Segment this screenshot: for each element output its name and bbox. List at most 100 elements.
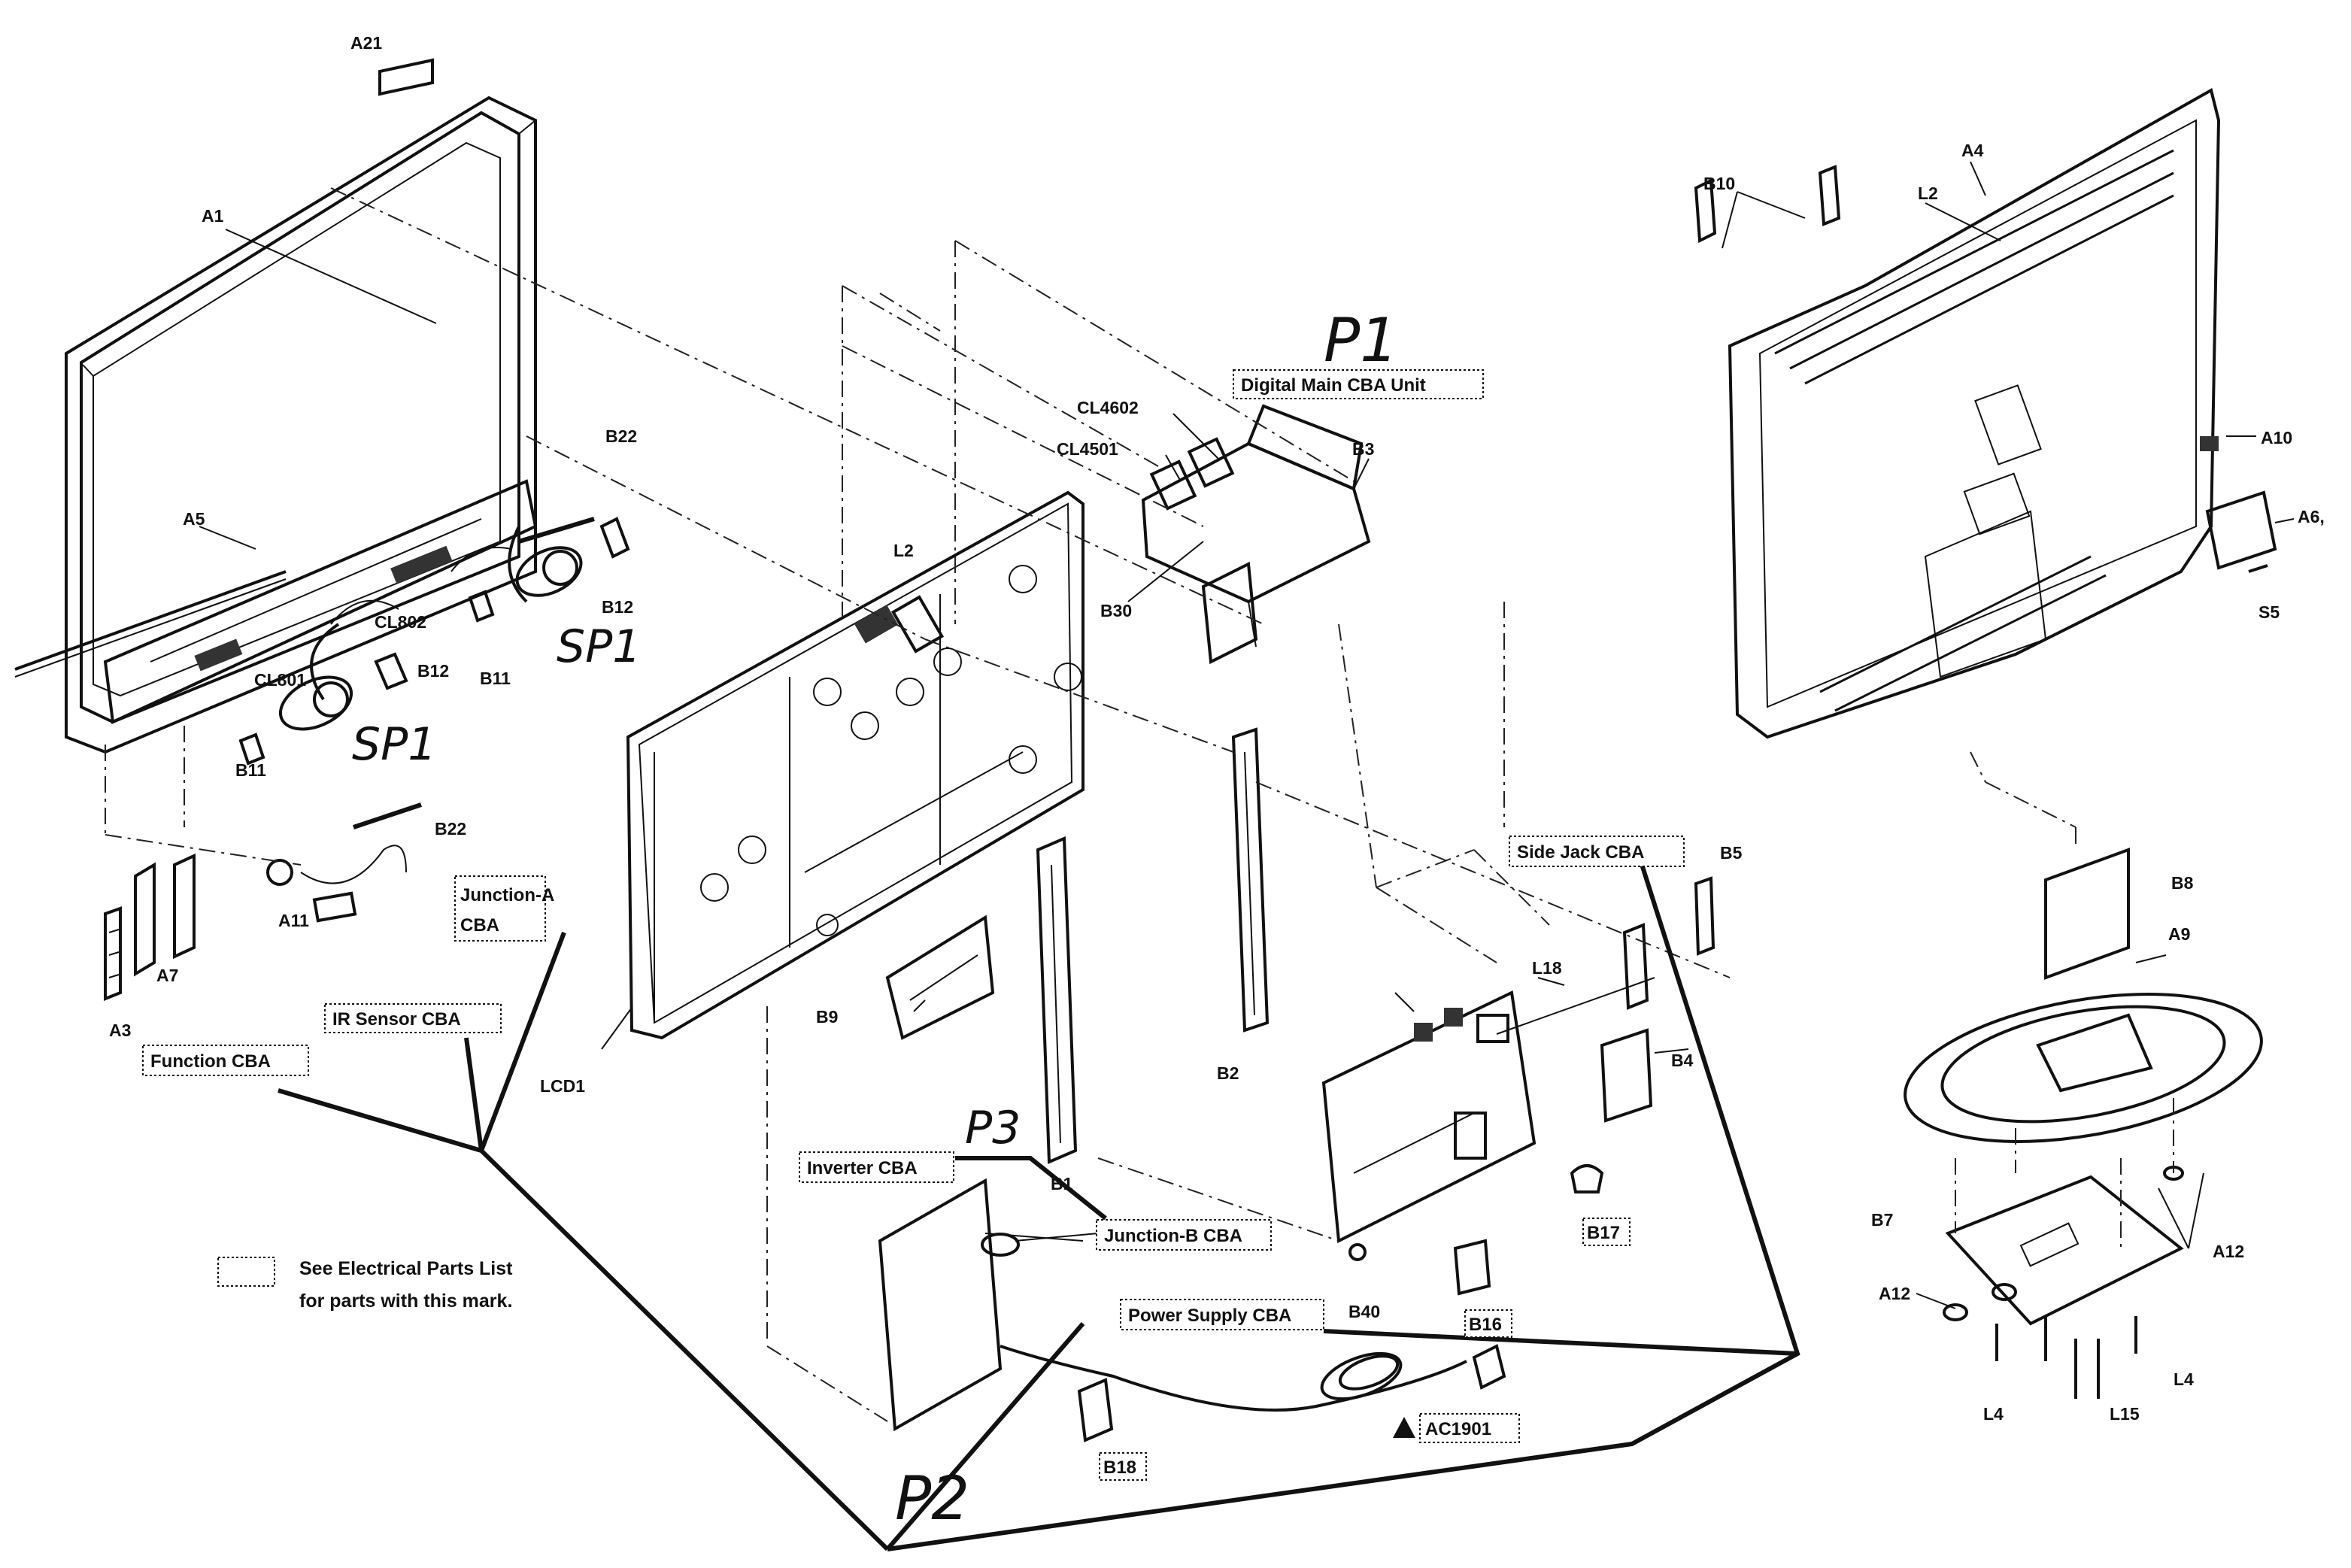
label-a21: A21: [350, 33, 382, 53]
label-b5: B5: [1720, 843, 1743, 863]
svg-text:AC1901: AC1901: [1425, 1419, 1491, 1439]
handwritten-sp1-top: SP1: [557, 620, 641, 673]
svg-text:B17: B17: [1587, 1223, 1620, 1243]
power-supply-cba: [1321, 990, 1536, 1244]
inverter-cba: [878, 1178, 1099, 1432]
svg-text:B18: B18: [1103, 1457, 1136, 1478]
label-a1: A1: [202, 206, 224, 226]
svg-text:Function CBA: Function CBA: [150, 1051, 271, 1072]
label-b10: B10: [1703, 174, 1735, 193]
label-cl801: CL801: [254, 670, 306, 690]
label-b11-top: B11: [480, 669, 511, 688]
ir-sensor-board: [266, 845, 407, 923]
label-b22-top: B22: [605, 426, 637, 446]
label-a4: A4: [1961, 141, 1984, 160]
speaker-top: [508, 526, 583, 603]
label-b30: B30: [1100, 601, 1132, 620]
label-a12-left: A12: [1879, 1284, 1910, 1303]
b4-part: [1600, 1028, 1653, 1123]
label-s5: S5: [2258, 602, 2280, 622]
b12-clip-top: [599, 517, 630, 559]
svg-text:Inverter CBA: Inverter CBA: [807, 1158, 918, 1178]
b11-clip-bot: [238, 732, 265, 766]
svg-text:IR Sensor CBA: IR Sensor CBA: [332, 1009, 461, 1030]
b1-rail: [1036, 836, 1078, 1164]
svg-text:Side Jack CBA: Side Jack CBA: [1517, 842, 1644, 863]
b2-rail: [1231, 727, 1270, 1033]
label-a7: A7: [156, 966, 178, 985]
label-a11: A11: [278, 911, 309, 930]
svg-text:Digital Main CBA Unit: Digital Main CBA Unit: [1241, 375, 1426, 396]
warning-triangle-icon: [1393, 1417, 1415, 1438]
b17-part: [1570, 1164, 1604, 1193]
label-b1: B1: [1051, 1174, 1073, 1193]
handwritten-p1: P1: [1324, 305, 1398, 375]
label-cl4602: CL4602: [1077, 398, 1139, 417]
digital-main-cba: [1141, 404, 1371, 665]
side-jack-cba-part: [1622, 923, 1649, 1010]
label-b3: B3: [1352, 439, 1374, 459]
stand-screws: [1995, 1316, 2137, 1399]
label-l2-right: L2: [1918, 183, 1938, 203]
speaker-bottom: [278, 623, 353, 731]
label-b40: B40: [1348, 1302, 1380, 1321]
label-l15: L15: [2110, 1404, 2140, 1424]
ac-power-cord: [1000, 1344, 1506, 1442]
legend-line-1: See Electrical Parts List: [299, 1258, 513, 1279]
boxed-label-junction-b: Junction-B CBA: [1096, 1219, 1272, 1251]
svg-text:Power Supply CBA: Power Supply CBA: [1128, 1306, 1291, 1326]
label-a12-right: A12: [2213, 1242, 2244, 1261]
front-bezel: [14, 58, 538, 754]
label-b22-bot: B22: [435, 819, 466, 839]
b16-part: [1453, 1239, 1491, 1296]
a6-part: [2205, 490, 2277, 570]
handwritten-sp1-bottom: SP1: [352, 718, 436, 771]
label-b4: B4: [1671, 1051, 1694, 1070]
boxed-label-ir-sensor: IR Sensor CBA: [324, 1003, 502, 1033]
rear-cover: [1728, 87, 2221, 739]
leader-lines: [199, 161, 2295, 1309]
label-l18: L18: [1532, 958, 1562, 978]
stand-a9: [1904, 993, 2263, 1143]
label-lcd1: LCD1: [540, 1076, 585, 1096]
s5-part: [2248, 564, 2268, 573]
label-l4-right: L4: [2174, 1369, 2194, 1389]
b12-clip-mid: [374, 652, 408, 690]
b22-bar-bottom: [353, 802, 422, 829]
label-a10: A10: [2261, 428, 2292, 447]
svg-text:CBA: CBA: [460, 915, 499, 936]
boxed-label-b16: B16: [1464, 1309, 1512, 1338]
label-b7: B7: [1871, 1210, 1893, 1230]
b10-part-a: [1694, 177, 1717, 244]
label-cl4501: CL4501: [1057, 439, 1118, 459]
cable-cl801: [330, 599, 399, 625]
label-b11-bot: B11: [235, 760, 266, 780]
b9-bracket: [885, 914, 995, 1040]
svg-text:Junction-A: Junction-A: [460, 885, 554, 905]
boxed-label-ac1901: AC1901: [1393, 1413, 1520, 1443]
legend-line-2: for parts with this mark.: [299, 1290, 512, 1312]
b10-part-b: [1818, 165, 1841, 226]
connection-lines: [278, 857, 1800, 1551]
stand-base-plate: [1943, 1166, 2184, 1326]
label-a6: A6,: [2298, 507, 2325, 526]
label-cl802: CL802: [375, 612, 426, 632]
b40-part: [1348, 1243, 1367, 1261]
boxed-label-side-jack: Side Jack CBA: [1509, 836, 1685, 867]
boxed-label-function: Function CBA: [142, 1045, 309, 1076]
legend-dotted-box-icon: [217, 1257, 275, 1287]
a12-foot-left: [1943, 1303, 1968, 1321]
boxed-label-junction-a: Junction-A CBA: [454, 875, 554, 942]
b5-part: [1694, 876, 1715, 956]
label-l4-bottom: L4: [1983, 1404, 2004, 1424]
boxed-label-inverter: Inverter CBA: [799, 1151, 954, 1183]
stand-b8: [2044, 848, 2130, 980]
label-b12-top: B12: [602, 597, 633, 617]
svg-text:Junction-B CBA: Junction-B CBA: [1104, 1226, 1242, 1246]
assembly-lines: [105, 187, 2174, 1422]
label-b9: B9: [816, 1007, 838, 1027]
boxed-label-b18: B18: [1099, 1452, 1147, 1481]
boxed-label-digital-main: Digital Main CBA Unit: [1233, 369, 1484, 399]
label-a5: A5: [183, 509, 205, 529]
